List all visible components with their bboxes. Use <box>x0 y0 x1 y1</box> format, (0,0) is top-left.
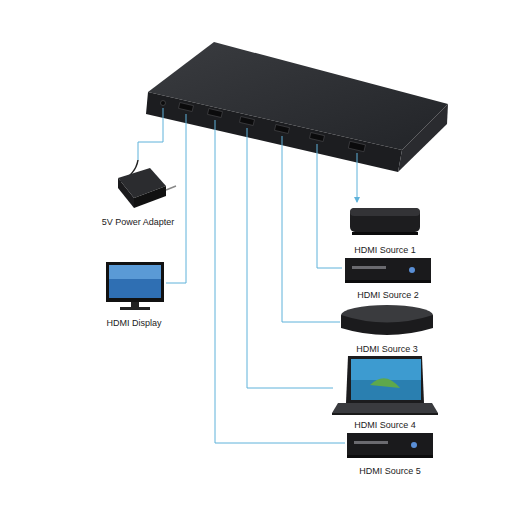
disc-player <box>347 433 433 458</box>
media-box <box>350 208 420 235</box>
source-label: HDMI Source 5 <box>359 466 421 477</box>
hdmi-display <box>106 262 164 310</box>
source-label: HDMI Source 1 <box>354 245 416 256</box>
source-label: HDMI Source 4 <box>354 420 416 431</box>
source-label: HDMI Source 3 <box>356 344 418 355</box>
source-label: HDMI Source 2 <box>357 290 419 301</box>
display-label: HDMI Display <box>106 318 161 329</box>
laptop <box>332 356 438 415</box>
wire <box>138 108 357 443</box>
disc-player <box>345 258 431 283</box>
media-box <box>341 305 433 335</box>
hdmi-switch <box>146 42 448 172</box>
power-adapter <box>118 160 176 208</box>
adapter-label: 5V Power Adapter <box>102 217 175 228</box>
